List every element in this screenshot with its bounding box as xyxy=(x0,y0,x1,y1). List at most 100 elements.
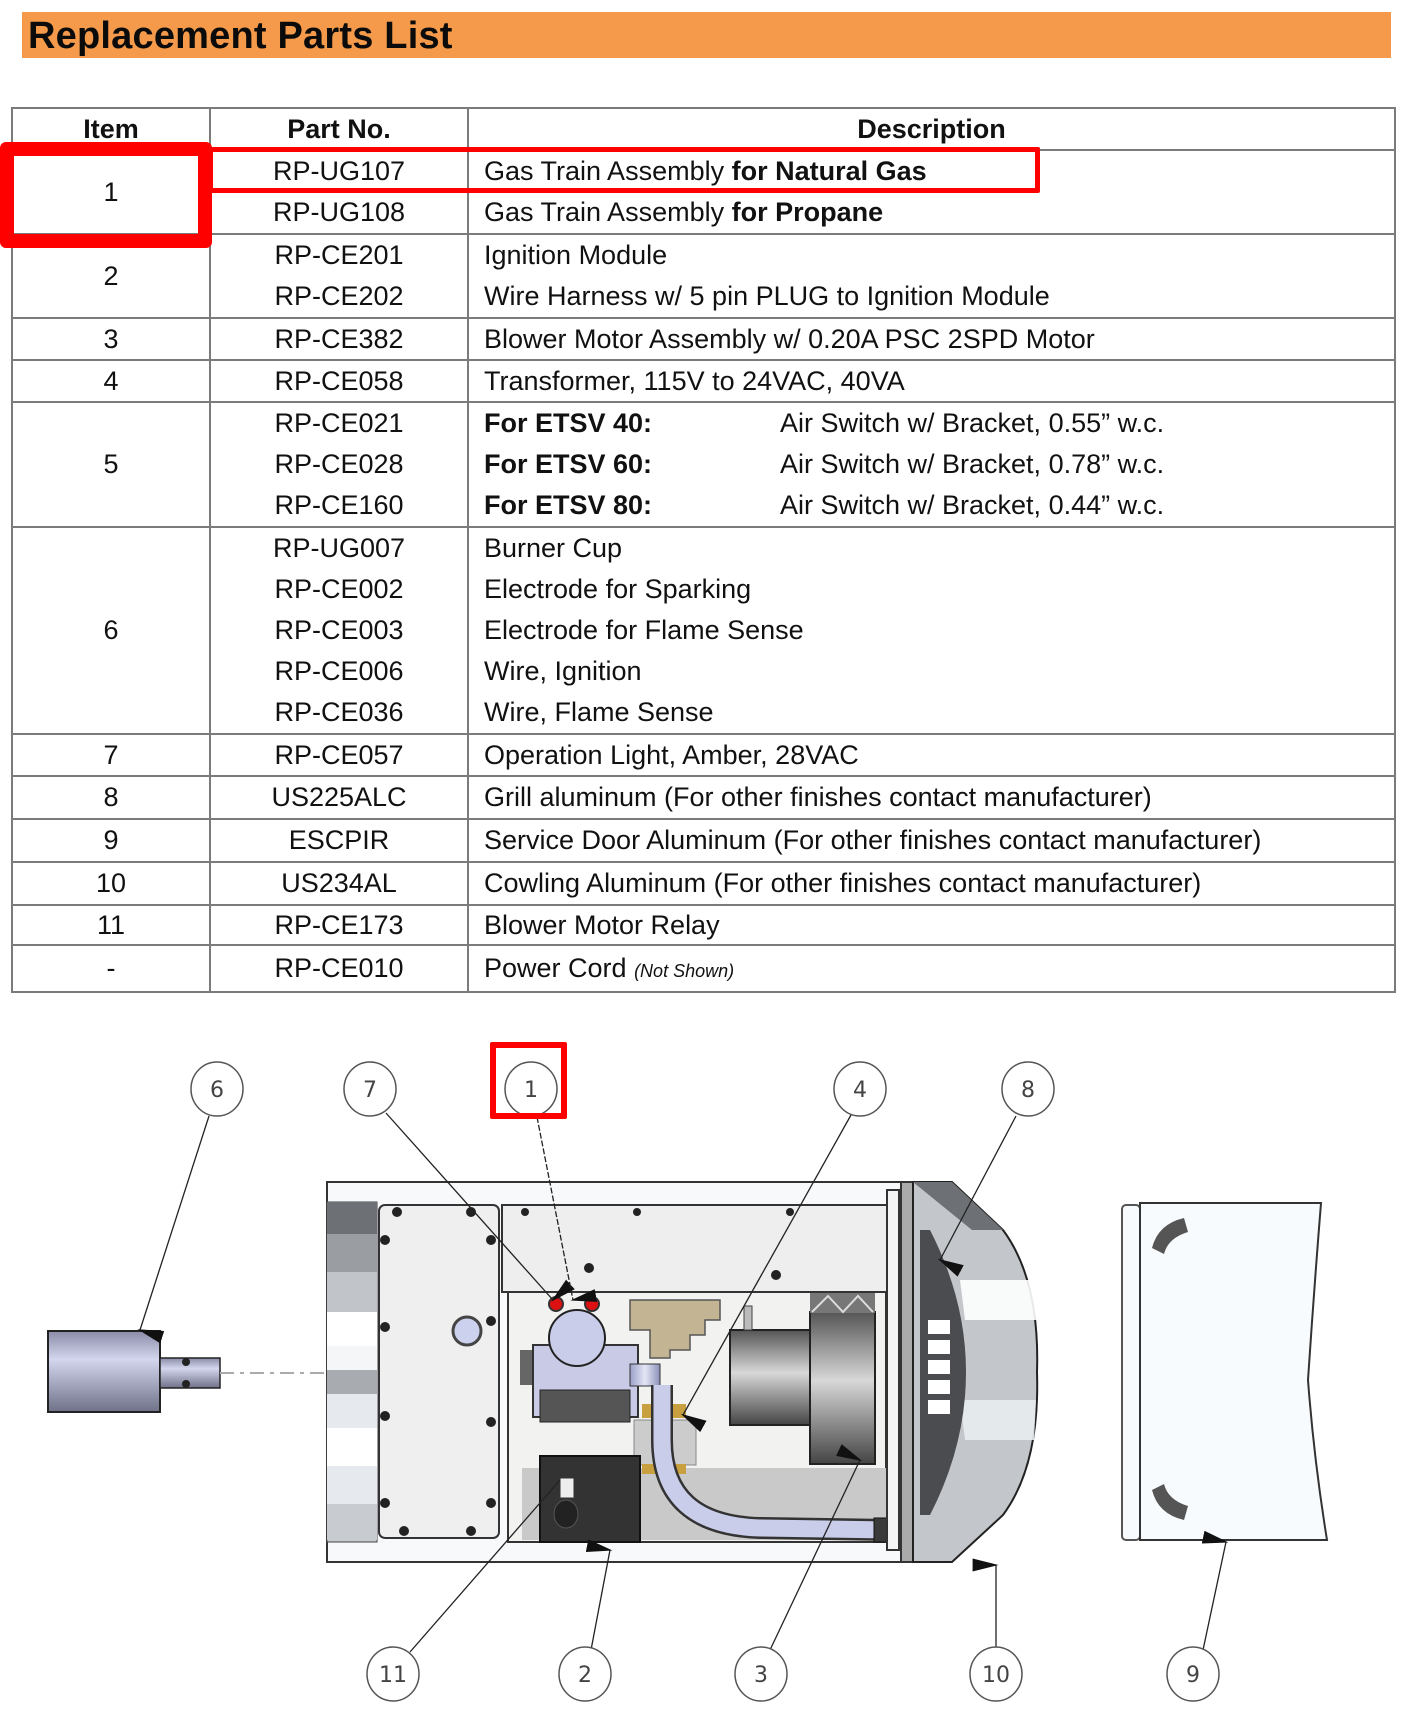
model-label: For ETSV 60: xyxy=(484,449,653,479)
item-number: 1 xyxy=(11,149,211,235)
svg-text:6: 6 xyxy=(210,1078,224,1103)
description: Electrode for Flame Sense xyxy=(484,615,804,645)
exploded-parts-diagram: 6 7 1 4 8 11 2 3 10 9 xyxy=(47,1061,1329,1702)
table-row: - RP-CE010 Power Cord (Not Shown) xyxy=(11,944,1396,993)
description: Blower Motor Assembly w/ 0.20A PSC 2SPD … xyxy=(467,317,1396,361)
part-number-cell: RP-UG007 RP-CE002 RP-CE003 RP-CE006 RP-C… xyxy=(209,526,469,735)
item-number: 7 xyxy=(11,733,211,777)
svg-text:10: 10 xyxy=(982,1663,1010,1688)
svg-text:11: 11 xyxy=(379,1663,407,1688)
table-row: 5 RP-CE021 RP-CE028 RP-CE160 For ETSV 40… xyxy=(11,401,1396,528)
callout-10: 10 xyxy=(969,1646,1023,1702)
description: Grill aluminum (For other finishes conta… xyxy=(467,775,1396,820)
description-cell: Gas Train Assembly for Natural Gas Gas T… xyxy=(467,149,1396,235)
table-row: 8 US225ALC Grill aluminum (For other fin… xyxy=(11,775,1396,820)
item-number: 10 xyxy=(11,861,211,906)
table-row: 3 RP-CE382 Blower Motor Assembly w/ 0.20… xyxy=(11,317,1396,361)
table-row: 4 RP-CE058 Transformer, 115V to 24VAC, 4… xyxy=(11,359,1396,403)
description: Electrode for Sparking xyxy=(484,574,752,604)
item-number: 5 xyxy=(11,401,211,528)
parts-table: Item Part No. Description 1 RP-UG107 RP-… xyxy=(11,107,1396,993)
item-number: 2 xyxy=(11,233,211,319)
item-number: 6 xyxy=(11,526,211,735)
description: Cowling Aluminum (For other finishes con… xyxy=(467,861,1396,906)
table-row: 7 RP-CE057 Operation Light, Amber, 28VAC xyxy=(11,733,1396,777)
description-cell: Ignition Module Wire Harness w/ 5 pin PL… xyxy=(467,233,1396,319)
description: Blower Motor Relay xyxy=(467,904,1396,946)
callout-1: 1 xyxy=(504,1061,558,1117)
description-cell: For ETSV 40: Air Switch w/ Bracket, 0.55”… xyxy=(467,401,1396,528)
part-number: RP-CE002 xyxy=(274,574,404,604)
part-number: ESCPIR xyxy=(209,818,469,863)
cowling-and-grill xyxy=(912,1181,1039,1563)
part-number: RP-CE010 xyxy=(209,944,469,993)
part-number: US234AL xyxy=(209,861,469,906)
svg-text:2: 2 xyxy=(578,1663,592,1688)
burner-cup-part xyxy=(47,1330,327,1413)
model-label: For ETSV 40: xyxy=(484,408,653,438)
item-number: 3 xyxy=(11,317,211,361)
description-cell: Burner Cup Electrode for Sparking Electr… xyxy=(467,526,1396,735)
svg-text:3: 3 xyxy=(754,1663,768,1688)
part-number: RP-CE057 xyxy=(209,733,469,777)
part-number: RP-UG007 xyxy=(272,533,406,563)
table-row: 10 US234AL Cowling Aluminum (For other f… xyxy=(11,861,1396,906)
table-row: 2 RP-CE201 RP-CE202 Ignition Module Wire… xyxy=(11,233,1396,319)
part-number: RP-CE036 xyxy=(274,697,404,727)
description-text: Air Switch w/ Bracket, 0.44” w.c. xyxy=(780,490,1165,520)
svg-text:7: 7 xyxy=(363,1078,377,1103)
part-number: RP-CE058 xyxy=(209,359,469,403)
column-header-item: Item xyxy=(11,107,211,151)
part-number: RP-CE173 xyxy=(209,904,469,946)
part-number: RP-UG107 xyxy=(272,156,406,186)
description: Wire Harness w/ 5 pin PLUG to Ignition M… xyxy=(484,281,1050,311)
description: Gas Train Assembly for Propane xyxy=(484,192,1394,233)
table-row: 9 ESCPIR Service Door Aluminum (For othe… xyxy=(11,818,1396,863)
description: Burner Cup xyxy=(484,533,623,563)
svg-text:8: 8 xyxy=(1021,1078,1035,1103)
gas-train-valve xyxy=(520,1309,661,1423)
heater-housing xyxy=(326,1181,957,1563)
service-door xyxy=(1121,1202,1329,1541)
description: Power Cord (Not Shown) xyxy=(467,944,1396,993)
description-text: Power Cord xyxy=(484,953,635,983)
column-header-part-no: Part No. xyxy=(209,107,469,151)
svg-text:9: 9 xyxy=(1186,1663,1200,1688)
section-title-bar: Replacement Parts List xyxy=(22,12,1391,58)
part-number: US225ALC xyxy=(209,775,469,820)
part-number: RP-CE382 xyxy=(209,317,469,361)
description: For ETSV 80:Air Switch w/ Bracket, 0.44”… xyxy=(484,485,1394,526)
description-text: Gas Train Assembly xyxy=(484,197,732,227)
item-number: 11 xyxy=(11,904,211,946)
blower-motor xyxy=(729,1293,876,1465)
part-number-cell: RP-CE021 RP-CE028 RP-CE160 xyxy=(209,401,469,528)
part-number: RP-CE201 xyxy=(274,240,404,270)
callout-7: 7 xyxy=(343,1061,397,1117)
description-text: Air Switch w/ Bracket, 0.55” w.c. xyxy=(780,408,1165,438)
description-emphasis: for Natural Gas xyxy=(731,156,927,186)
description: Service Door Aluminum (For other finishe… xyxy=(467,818,1396,863)
callout-8: 8 xyxy=(1001,1061,1055,1117)
part-number: RP-CE021 xyxy=(274,408,404,438)
column-header-description: Description xyxy=(467,107,1396,151)
description: Ignition Module xyxy=(484,240,668,270)
item-number: - xyxy=(11,944,211,993)
part-number: RP-CE003 xyxy=(274,615,404,645)
item-number: 8 xyxy=(11,775,211,820)
description-note: (Not Shown) xyxy=(634,961,735,981)
description: For ETSV 40: Air Switch w/ Bracket, 0.55”… xyxy=(484,403,1394,444)
description-text: Gas Train Assembly xyxy=(484,156,732,186)
part-number: RP-CE028 xyxy=(274,449,404,479)
description-text: Air Switch w/ Bracket, 0.78” w.c. xyxy=(780,449,1165,479)
part-number: RP-CE160 xyxy=(274,490,404,520)
svg-text:4: 4 xyxy=(853,1078,867,1103)
table-header-row: Item Part No. Description xyxy=(11,107,1396,151)
callout-11: 11 xyxy=(366,1646,420,1702)
item-number: 9 xyxy=(11,818,211,863)
section-title: Replacement Parts List xyxy=(28,15,453,57)
description: Transformer, 115V to 24VAC, 40VA xyxy=(467,359,1396,403)
leader-lines xyxy=(137,1112,1229,1653)
description: For ETSV 60: Air Switch w/ Bracket, 0.78”… xyxy=(484,444,1394,485)
part-number: RP-CE202 xyxy=(274,281,404,311)
item-number: 4 xyxy=(11,359,211,403)
